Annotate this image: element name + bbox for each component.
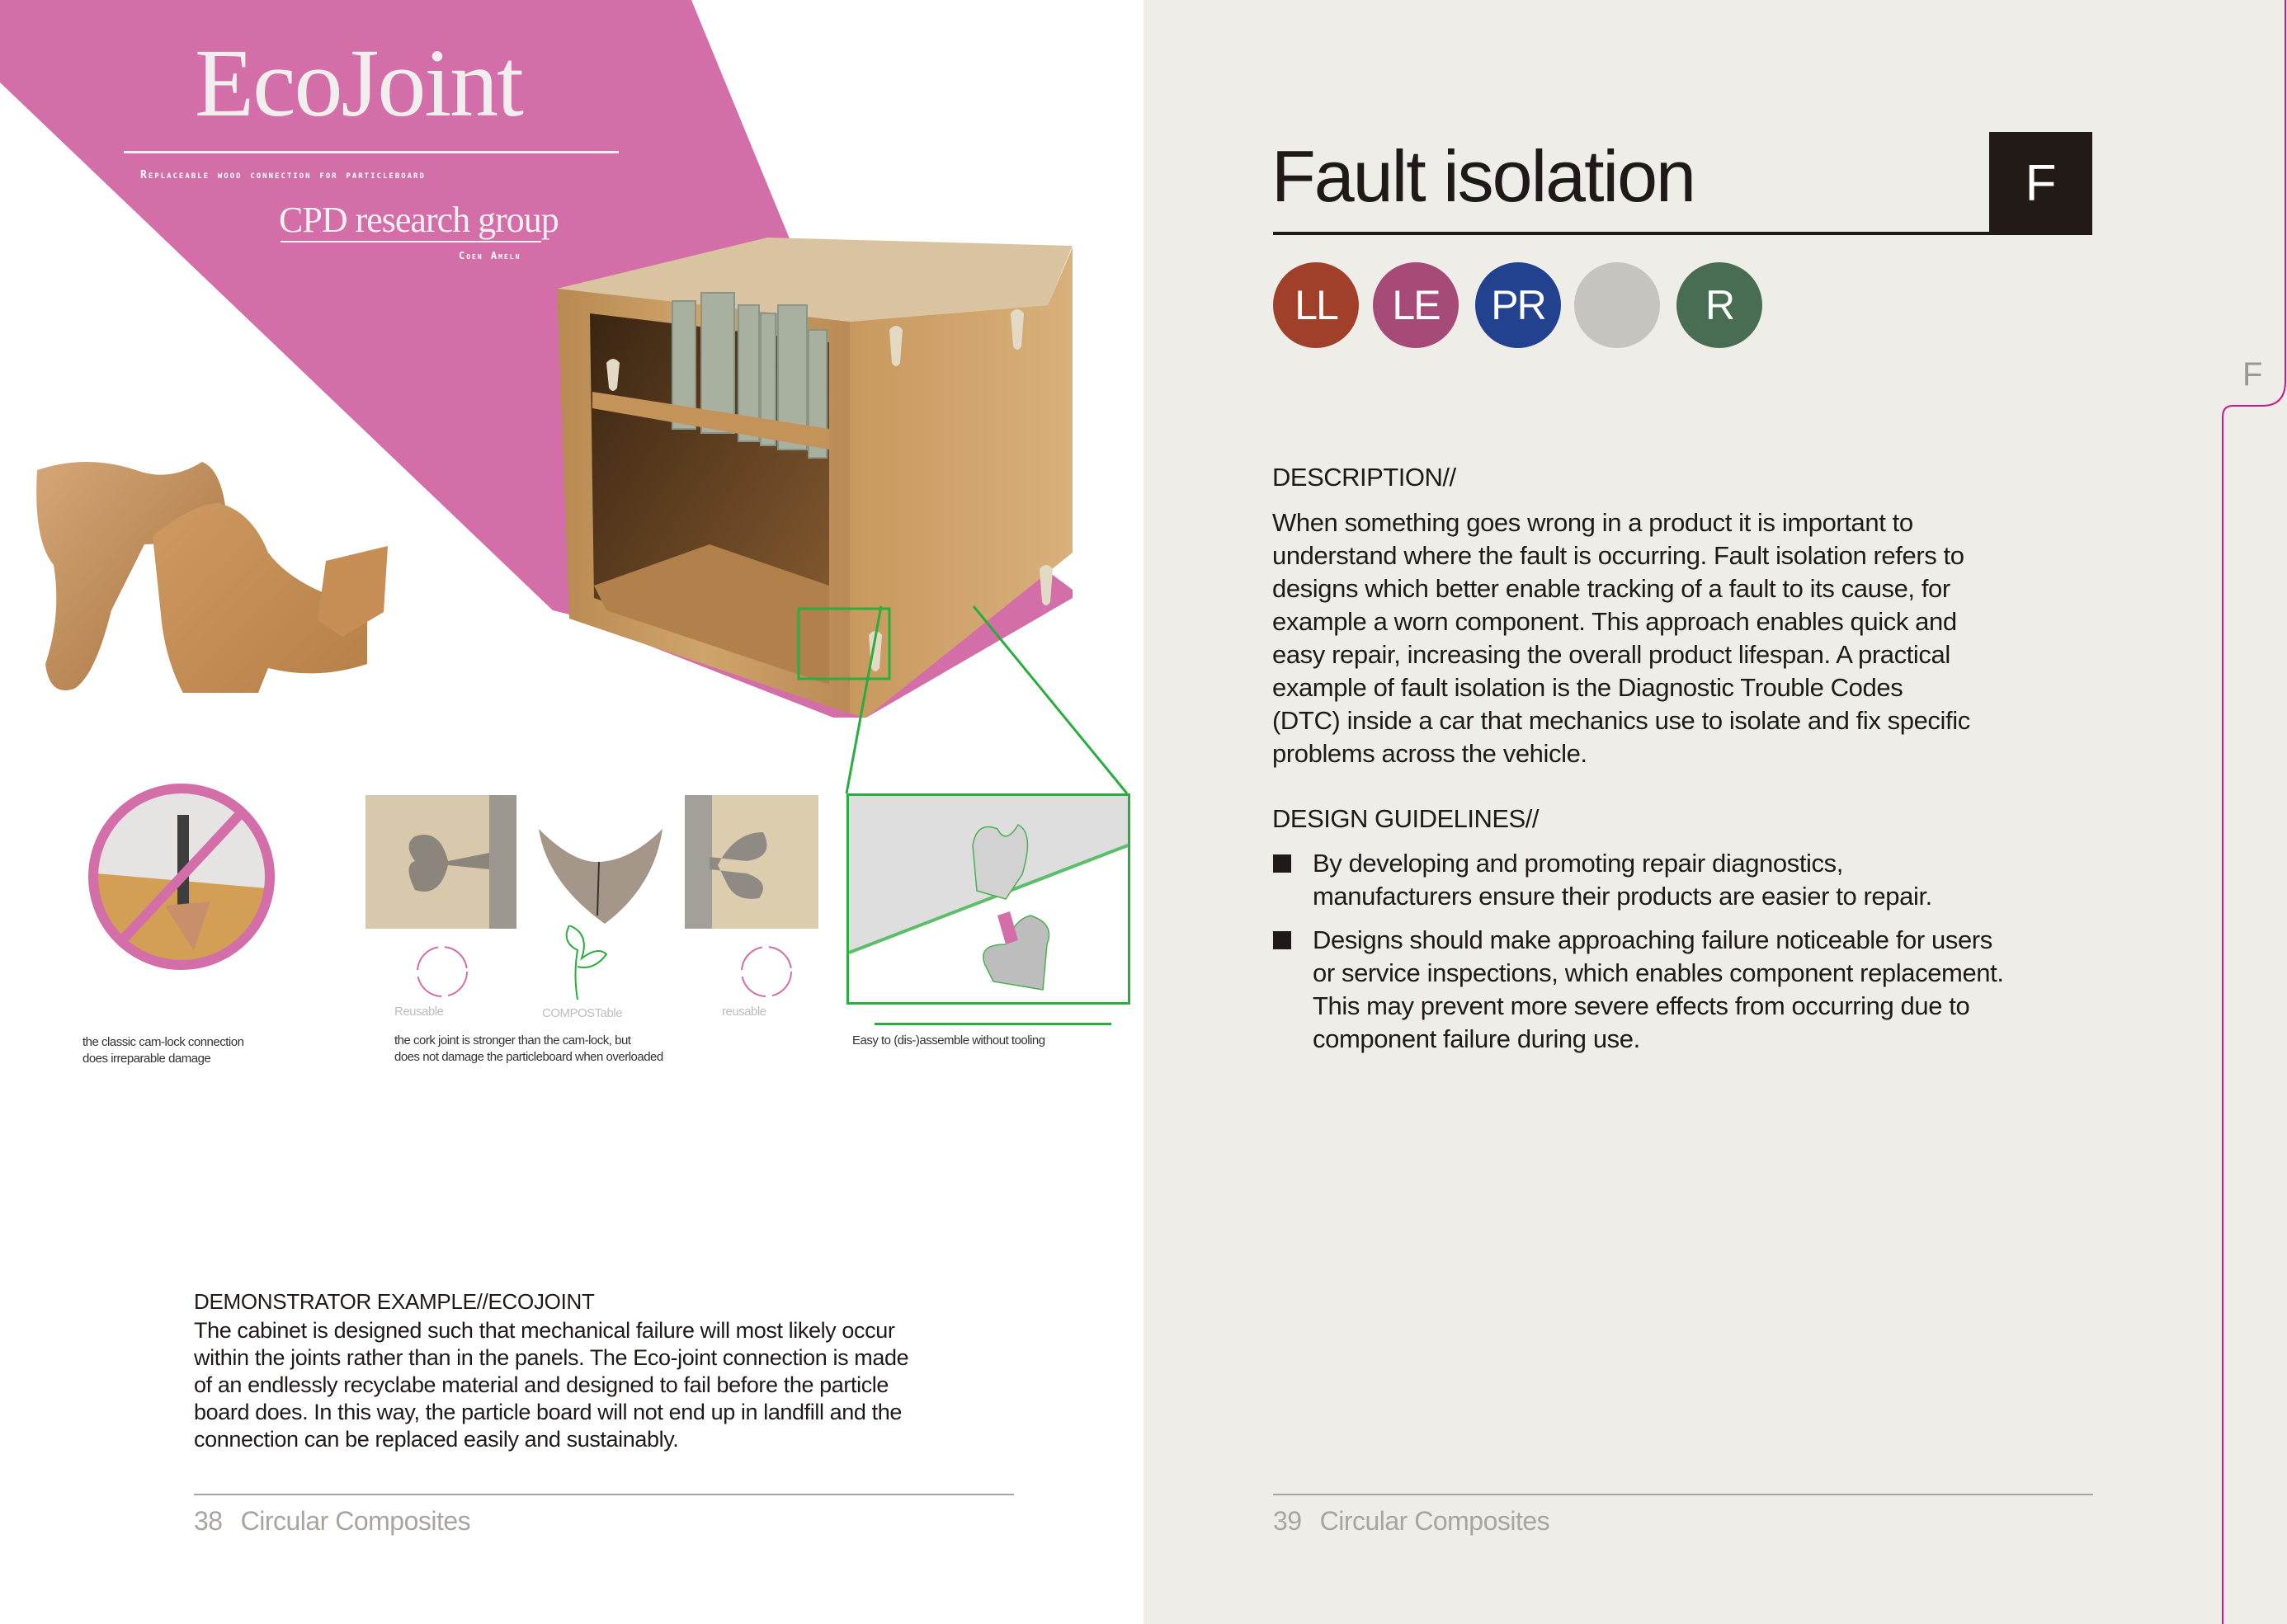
- section-letter-badge: F: [1989, 132, 2092, 235]
- group-underline: [281, 241, 541, 242]
- category-badge-inactive: [1574, 262, 1660, 348]
- icon-label-reusable: Reusable: [394, 1005, 444, 1019]
- page-title: Fault isolation: [1271, 135, 1696, 217]
- footer-right: 39 Circular Composites: [1273, 1506, 1550, 1537]
- recycle-icon-reusable: [417, 946, 468, 997]
- assembly-diagram: [846, 793, 1130, 1005]
- icon-label-compostable: COMPOSTable: [542, 1006, 623, 1020]
- demonstrator-heading: DEMONSTRATOR EXAMPLE//ECOJOINT: [194, 1289, 595, 1314]
- bullet-square-icon: [1273, 854, 1291, 873]
- footer-left: 38 Circular Composites: [194, 1506, 471, 1537]
- footer-divider-right: [1273, 1494, 2093, 1495]
- category-badge-le: LE: [1373, 262, 1459, 348]
- description-heading: DESCRIPTION//: [1272, 463, 1456, 492]
- footer-divider-left: [194, 1494, 1014, 1495]
- title-divider: [124, 151, 619, 153]
- book-title: Circular Composites: [240, 1506, 471, 1536]
- book-title: Circular Composites: [1319, 1506, 1550, 1536]
- category-badge-pr: PR: [1475, 262, 1561, 348]
- icon-label-reusable-2: reusable: [722, 1005, 766, 1019]
- zoom-leader-lines: [845, 605, 1129, 794]
- recycle-icon-reusable-2: [741, 946, 792, 997]
- category-badge-ll: LL: [1273, 262, 1359, 348]
- guideline-item: By developing and promoting repair diagn…: [1273, 847, 2115, 913]
- ecojoint-title: EcoJoint: [195, 29, 524, 137]
- caption-assembly: Easy to (dis-)assemble without tooling: [852, 1033, 1045, 1047]
- cork-joint-photo: [36, 462, 388, 693]
- bullet-square-icon: [1273, 931, 1291, 949]
- page-number: 39: [1273, 1506, 1302, 1536]
- joint-photo-right: [685, 795, 818, 929]
- cabinet-illustration: [557, 238, 1073, 718]
- caption-cork-joint: the cork joint is stronger than the cam-…: [394, 1033, 663, 1064]
- guidelines-heading: DESIGN GUIDELINES//: [1272, 804, 1539, 833]
- research-group-name: CPD research group: [279, 200, 559, 240]
- page-number: 38: [194, 1506, 223, 1536]
- zoom-region-box: [797, 607, 891, 680]
- description-body: When something goes wrong in a product i…: [1272, 508, 1970, 768]
- category-badge-r: R: [1676, 262, 1762, 348]
- section-tab-letter[interactable]: F: [2242, 356, 2263, 393]
- guidelines-list: By developing and promoting repair diagn…: [1273, 847, 2115, 1056]
- ecojoint-subtitle: Replaceable wood connection for particle…: [140, 169, 426, 181]
- assembly-divider: [875, 1023, 1111, 1025]
- caption-cam-lock: the classic cam-lock connection does irr…: [83, 1035, 244, 1066]
- joint-photo-left: [365, 795, 516, 929]
- cork-piece-photo: [539, 829, 663, 924]
- title-underline: [1273, 232, 1991, 235]
- author-name: Coen Ameln: [459, 250, 521, 261]
- demonstrator-body: The cabinet is designed such that mechan…: [194, 1318, 909, 1452]
- section-tab-outline[interactable]: [2211, 0, 2287, 1624]
- leaf-compostable-icon: [565, 925, 608, 1000]
- cam-lock-prohibited-icon: [88, 784, 275, 970]
- guideline-item: Designs should make approaching failure …: [1273, 924, 2115, 1056]
